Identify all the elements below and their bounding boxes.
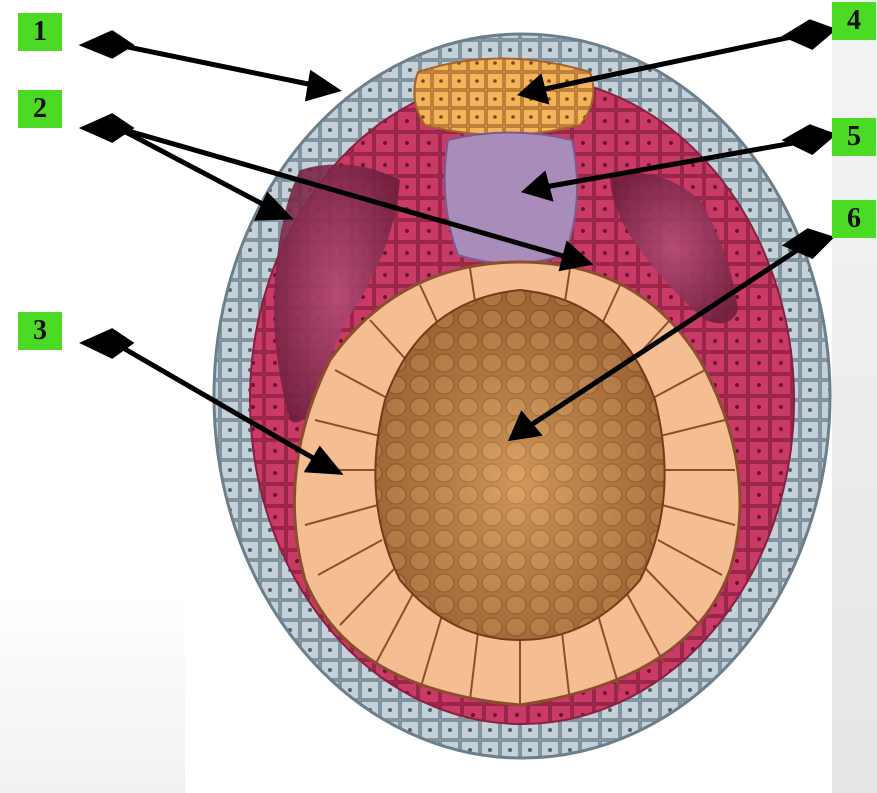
label-3: 3 bbox=[18, 312, 62, 350]
label-2: 2 bbox=[18, 90, 62, 128]
notochord bbox=[445, 133, 577, 264]
label-1: 1 bbox=[18, 13, 62, 51]
label-6: 6 bbox=[832, 200, 876, 238]
neural-plate bbox=[414, 59, 593, 136]
label-5: 5 bbox=[832, 118, 876, 156]
label-4: 4 bbox=[832, 2, 876, 40]
